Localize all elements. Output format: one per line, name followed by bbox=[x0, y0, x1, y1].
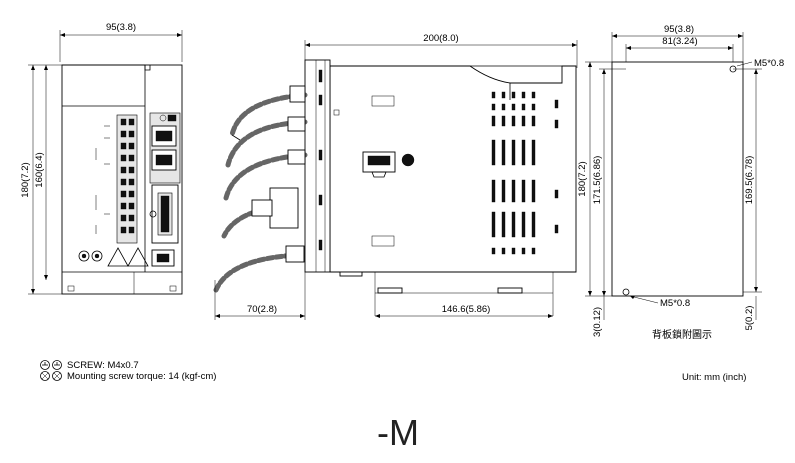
side-mount-dim: 146.6(5.86) bbox=[442, 304, 491, 315]
cables bbox=[213, 85, 308, 293]
back-view-caption: 背板鎖附圖示 bbox=[652, 328, 712, 341]
back-height-outer-dim: 180(7.2) bbox=[577, 161, 588, 196]
model-suffix: -M bbox=[377, 412, 419, 453]
notes: SCREW: M4x0.7 Mounting screw torque: 14 … bbox=[40, 360, 746, 383]
torque-note: Mounting screw torque: 14 (kgf-cm) bbox=[67, 371, 216, 382]
terminal-screws bbox=[120, 118, 135, 234]
ground-symbol-icon bbox=[40, 360, 62, 370]
back-bottom-left-dim: 3(0.12) bbox=[592, 307, 603, 337]
back-view: 95(3.8) 81(3.24) M5*0.8 M5*0.8 180(7.2) … bbox=[577, 24, 784, 341]
side-cable-dim: 70(2.8) bbox=[247, 304, 277, 315]
side-depth-dim: 200(8.0) bbox=[423, 33, 458, 44]
side-view: 200(8.0) bbox=[213, 33, 578, 320]
ground-terminal-icon bbox=[78, 250, 90, 262]
front-view: 95(3.8) 180(7.2) 160(6.4) bbox=[20, 22, 183, 295]
screw-top-label: M5*0.8 bbox=[754, 58, 784, 69]
back-height-right-dim: 169.5(6.78) bbox=[744, 156, 755, 205]
back-bottom-right-dim: 5(0.2) bbox=[744, 306, 755, 331]
warning-triangle-icon bbox=[107, 247, 129, 267]
screw-hole-bottom bbox=[622, 288, 630, 296]
front-width-dim: 95(3.8) bbox=[106, 22, 136, 33]
unit-note: Unit: mm (inch) bbox=[682, 372, 746, 383]
front-height-inner-dim: 160(6.4) bbox=[34, 152, 45, 187]
screw-head-icon bbox=[40, 371, 62, 381]
back-width-inner-dim: 81(3.24) bbox=[662, 36, 697, 47]
front-height-outer-dim: 180(7.2) bbox=[20, 162, 31, 197]
screw-bottom-label: M5*0.8 bbox=[660, 298, 690, 309]
back-width-outer-dim: 95(3.8) bbox=[664, 24, 694, 35]
terminal-labels bbox=[95, 125, 110, 234]
vent-slots bbox=[491, 91, 559, 255]
back-height-mid-dim: 171.5(6.86) bbox=[592, 156, 603, 205]
screw-note: SCREW: M4x0.7 bbox=[67, 360, 139, 371]
warning-triangle-icon-2 bbox=[127, 247, 149, 267]
